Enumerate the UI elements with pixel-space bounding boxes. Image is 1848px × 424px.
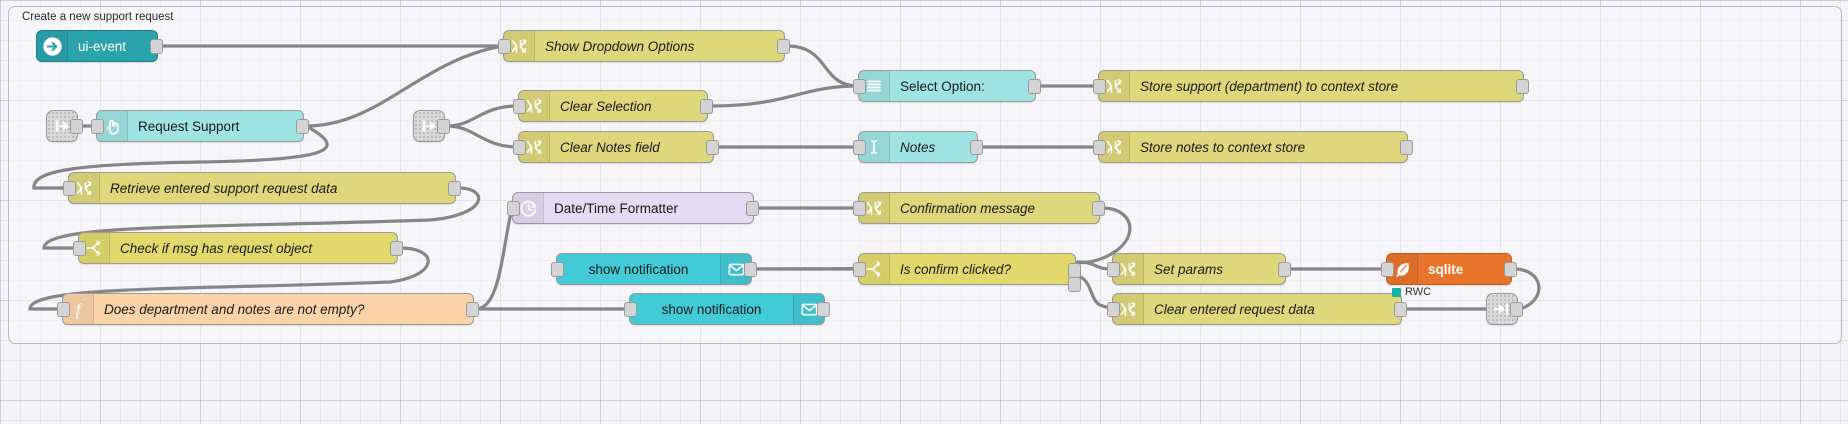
node-label: Request Support [138, 118, 240, 134]
output-port[interactable] [1510, 302, 1523, 317]
node-notes[interactable]: Notes [853, 131, 983, 163]
output-port[interactable] [466, 302, 479, 317]
node-label: Date/Time Formatter [554, 200, 679, 216]
output-port[interactable] [1394, 302, 1407, 317]
input-port[interactable] [1107, 262, 1120, 277]
input-port[interactable] [507, 201, 520, 216]
node-is-confirm[interactable]: Is confirm clicked? [853, 253, 1081, 292]
output-port[interactable] [700, 99, 713, 114]
node-label: Store notes to context store [1140, 139, 1306, 155]
node-label: Retrieve entered support request data [110, 180, 338, 196]
output-port[interactable] [437, 119, 450, 134]
node-label: Store support (department) to context st… [1140, 78, 1399, 94]
output-port[interactable] [150, 39, 163, 54]
node-ui-event[interactable]: ui-event [36, 30, 163, 62]
node-show-dropdown[interactable]: Show Dropdown Options [498, 30, 790, 62]
node-set-params[interactable]: Set params [1107, 253, 1291, 285]
output-port[interactable] [1504, 262, 1517, 277]
node-label: Clear Notes field [560, 139, 660, 155]
node-confirmation[interactable]: Confirmation message [853, 192, 1105, 224]
input-port[interactable] [1381, 262, 1394, 277]
node-show-notif-1[interactable]: show notification [551, 253, 757, 285]
node-store-notes[interactable]: Store notes to context store [1093, 131, 1413, 163]
output-port[interactable] [390, 241, 403, 256]
input-port[interactable] [1107, 302, 1120, 317]
input-port[interactable] [551, 262, 564, 277]
output-port[interactable] [1400, 140, 1413, 155]
output-port[interactable] [1092, 201, 1105, 216]
input-port[interactable] [513, 99, 526, 114]
output-port[interactable] [448, 181, 461, 196]
input-port[interactable] [63, 181, 76, 196]
node-clear-notes[interactable]: Clear Notes field [513, 131, 719, 163]
node-show-notif-2[interactable]: show notification [624, 293, 830, 325]
output-port[interactable] [1278, 262, 1291, 277]
output-port[interactable] [706, 140, 719, 155]
output-port[interactable] [817, 302, 830, 317]
node-link-in-1[interactable] [46, 110, 83, 142]
node-label: Confirmation message [900, 200, 1036, 216]
status-dot-icon [1392, 287, 1401, 297]
node-label: show notification [588, 261, 689, 277]
node-label: sqlite [1428, 261, 1464, 277]
status-text: RWC [1405, 286, 1432, 298]
node-label: Select Option: [900, 78, 985, 94]
output-port[interactable] [777, 39, 790, 54]
node-label: Show Dropdown Options [545, 38, 695, 54]
node-label: show notification [661, 301, 762, 317]
input-port[interactable] [57, 302, 70, 317]
node-label: Clear Selection [560, 98, 652, 114]
node-label: Clear entered request data [1154, 301, 1315, 317]
feather-icon [1387, 254, 1418, 284]
node-clear-selection[interactable]: Clear Selection [513, 90, 713, 122]
input-port[interactable] [853, 201, 866, 216]
node-retrieve-data[interactable]: Retrieve entered support request data [63, 172, 461, 204]
change-icon [859, 193, 890, 223]
output-port[interactable] [1028, 79, 1041, 94]
output-port-1[interactable] [1068, 263, 1081, 278]
node-label: Set params [1154, 261, 1224, 277]
node-datetime[interactable]: Date/Time Formatter [507, 192, 759, 224]
input-port[interactable] [624, 302, 637, 317]
input-port[interactable] [853, 79, 866, 94]
node-label: Check if msg has request object [120, 240, 313, 256]
output-port[interactable] [970, 140, 983, 155]
output-port[interactable] [746, 201, 759, 216]
node-store-support[interactable]: Store support (department) to context st… [1093, 70, 1529, 102]
node-label: Is confirm clicked? [900, 261, 1012, 277]
node-check-msg[interactable]: Check if msg has request object [73, 232, 403, 264]
node-link-out-1[interactable] [1486, 293, 1523, 325]
input-port[interactable] [73, 241, 86, 256]
switch-icon [79, 233, 110, 263]
input-port[interactable] [853, 262, 866, 277]
output-port[interactable] [744, 262, 757, 277]
node-sqlite[interactable]: sqlite [1381, 253, 1517, 285]
node-link-in-2[interactable] [413, 110, 450, 142]
input-port[interactable] [1093, 79, 1106, 94]
node-label: ui-event [78, 38, 127, 54]
arrow-right-circle-icon [37, 31, 68, 61]
output-port[interactable] [70, 119, 83, 134]
node-does-dept[interactable]: f Does department and notes are not empty… [57, 293, 479, 325]
input-port[interactable] [1093, 140, 1106, 155]
output-port[interactable] [296, 119, 309, 134]
input-port[interactable] [853, 140, 866, 155]
output-port[interactable] [1516, 79, 1529, 94]
node-request-support[interactable]: Request Support [91, 110, 309, 142]
node-label: Does department and notes are not empty? [104, 301, 365, 317]
svg-text:f: f [76, 299, 83, 319]
node-label: Notes [900, 139, 936, 155]
status-badge-sqlite: RWC [1392, 286, 1431, 298]
input-port[interactable] [91, 119, 104, 134]
node-select-option[interactable]: Select Option: [853, 70, 1041, 102]
output-port-2[interactable] [1068, 277, 1081, 292]
input-port[interactable] [513, 140, 526, 155]
input-port[interactable] [498, 39, 511, 54]
flow-group-label: Create a new support request [22, 11, 174, 23]
node-clear-entered[interactable]: Clear entered request data [1107, 293, 1407, 325]
